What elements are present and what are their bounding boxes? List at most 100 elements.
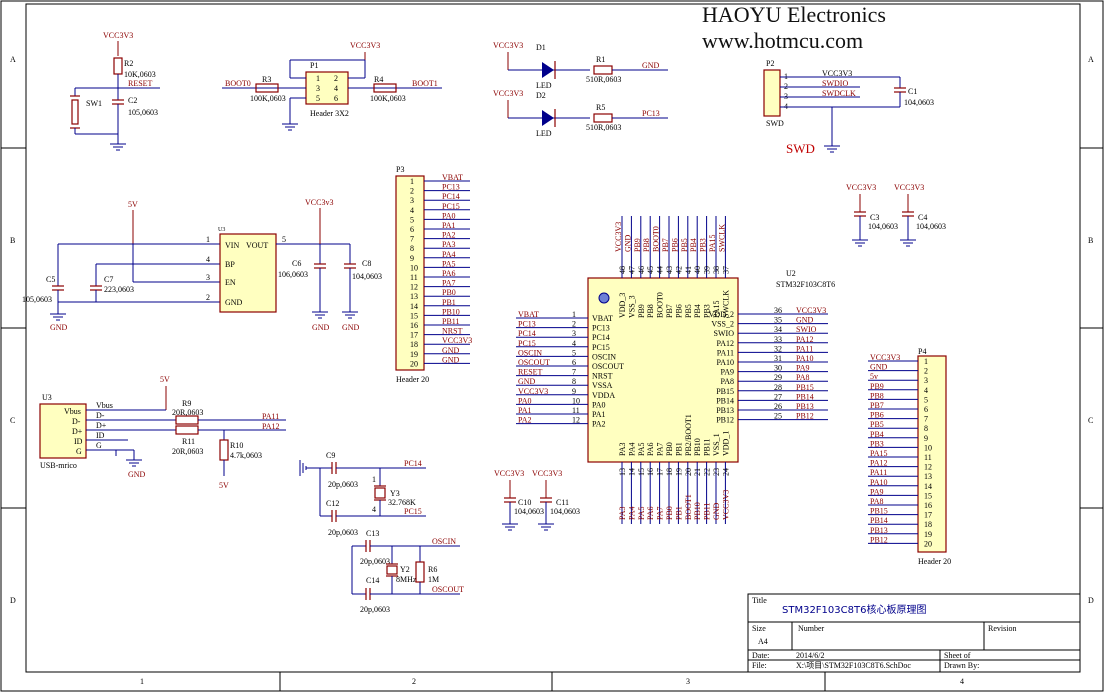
swd-title: SWD: [786, 141, 815, 156]
mcu-top-net: GND: [623, 234, 632, 252]
p4-pin-number: 19: [924, 530, 932, 539]
p4-net-label: PB9: [870, 382, 884, 391]
mcu-bottom-pin-name: PB10: [693, 438, 702, 456]
mcu-left-net: OSCOUT: [518, 358, 550, 367]
p4-net-label: PA10: [870, 478, 888, 487]
mcu-top-pin-number: 48: [618, 266, 627, 274]
mcu-top-pin-number: 41: [684, 266, 693, 274]
mcu-top-net: PB5: [680, 238, 689, 252]
p3-pin-number: 5: [410, 215, 414, 224]
mcu-bottom-pin-number: 14: [627, 468, 636, 476]
mcu-left-pin-name: PC15: [592, 343, 610, 352]
p4-net-label: PB13: [870, 526, 888, 535]
mcu-top-pin-name: PB4: [693, 304, 702, 318]
mcu-bottom-net: BOOT1: [684, 494, 693, 520]
swd-net-swdclk: SWDCLK: [822, 89, 856, 98]
mcu-left-pin-number: 4: [572, 339, 576, 348]
mcu-bottom-pin-name: PA5: [637, 443, 646, 457]
mcu-top-pin-name: PB9: [637, 304, 646, 318]
led-d1-circuit: VCC3V3 D1 LED R1 510R,0603 GND: [493, 41, 668, 90]
c8-designator: C8: [362, 259, 371, 268]
mcu-bottom-net: PB11: [703, 503, 712, 521]
r5-value: 510R,0603: [586, 123, 621, 132]
led-d2-circuit: VCC3V3 D2 LED R5 510R,0603 PC13: [493, 89, 668, 138]
p1-pin-2: 2: [334, 74, 338, 83]
usb-wire-vbus: Vbus: [96, 401, 113, 410]
p4-pin-number: 2: [924, 367, 928, 376]
mcu-top-pin-number: 46: [637, 266, 646, 274]
mcu-top-net: PB7: [661, 238, 670, 252]
sw1-designator: SW1: [86, 99, 102, 108]
p4-pin-number: 16: [924, 501, 932, 510]
mcu-top-pin-name: VSS_3: [627, 295, 636, 318]
mcu-left-net: VCC3V3: [518, 387, 548, 396]
c5-designator: C5: [46, 275, 55, 284]
boot1-net-label: BOOT1: [412, 79, 438, 88]
p4-net-label: PB15: [870, 507, 888, 516]
mcu-top-pin-number: 38: [712, 266, 721, 274]
mcu-bottom-pins: 13PA3PA314PA4PA415PA5PA516PA6PA617PA7PA7…: [618, 414, 730, 524]
mcu-top-pin-name: SWCLK: [721, 290, 730, 318]
mcu-right-pin-name: PA11: [717, 348, 734, 357]
p1-header-type: Header 3X2: [310, 109, 349, 118]
mcu-right-pin-name: PB12: [716, 416, 734, 425]
usb-pin-id: ID: [74, 437, 83, 446]
crystal-pc15-label: PC15: [404, 507, 422, 516]
p4-pin-number: 20: [924, 539, 932, 548]
mcu-top-pin-number: 47: [627, 266, 636, 274]
mcu-left-pin-name: PA2: [592, 420, 606, 429]
d2-designator: D2: [536, 91, 546, 100]
crystal-circuit: C9 20p,0603 PC14 C12 20p,0603 PC15 Y3 32…: [299, 451, 464, 614]
c11-value: 104,0603: [550, 507, 580, 516]
mcu-bottom-pin-name: PB11: [703, 439, 712, 457]
mcu-bottom-pin-number: 13: [618, 468, 627, 476]
p3-pin-number: 11: [410, 273, 418, 282]
c11-designator: C11: [556, 498, 569, 507]
mcu-right-pin-name: VSS_2: [711, 320, 734, 329]
crystal-pc14-label: PC14: [404, 459, 422, 468]
zone-row-c-left: C: [10, 416, 15, 425]
c4-value: 104,0603: [916, 222, 946, 231]
zone-row-a-right: A: [1088, 55, 1094, 64]
mcu-top-net: PB8: [642, 238, 651, 252]
p3-pin-number: 17: [410, 331, 418, 340]
r6-value: 1M: [428, 575, 439, 584]
p4-pin-number: 7: [924, 415, 928, 424]
mcu-top-pin-name: PB7: [665, 304, 674, 318]
mcu-left-net: OSCIN: [518, 348, 542, 357]
p3-net-label: PA5: [442, 259, 456, 268]
p3-pin-number: 3: [410, 196, 414, 205]
p4-net-label: PA15: [870, 449, 888, 458]
zone-col-3: 3: [686, 677, 690, 686]
mcu-right-net: PA10: [796, 354, 814, 363]
mcu-right-pin-name: SWIO: [714, 329, 735, 338]
mcu-bottom-net: GND: [712, 502, 721, 520]
regulator-circuit: 5V C5 105,0603 C7 223,0603 GND 1 4 3 2 5…: [22, 198, 382, 332]
mcu-left-pin-name: PA1: [592, 410, 606, 419]
p4-pin-number: 13: [924, 472, 932, 481]
mcu-top-pin-name: PB3: [703, 304, 712, 318]
mcu-left-pin-name: OSCOUT: [592, 362, 624, 371]
p1-pin-1: 1: [316, 74, 320, 83]
boot0-net-label: BOOT0: [225, 79, 251, 88]
mcu-left-net: PA2: [518, 416, 532, 425]
mcu-top-pin-number: 39: [703, 266, 712, 274]
r1-designator: R1: [596, 55, 605, 64]
mcu-bottom-pin-name: PA6: [646, 443, 655, 457]
d2-type: LED: [536, 129, 552, 138]
mcu-bottom-net: PB10: [693, 502, 702, 520]
c13-designator: C13: [366, 529, 379, 538]
p3-pin-number: 2: [410, 187, 414, 196]
p3-pin-number: 4: [410, 206, 414, 215]
mcu-left-pin-number: 11: [572, 406, 580, 415]
size-value: A4: [758, 637, 768, 646]
zone-lines: [1, 147, 1103, 691]
p1-designator: P1: [310, 61, 318, 70]
p4-net-label: PA9: [870, 487, 884, 496]
mcu-right-pin-number: 25: [774, 412, 782, 421]
p3-net-label: VCC3V3: [442, 336, 472, 345]
usb-5v-label: 5V: [160, 375, 170, 384]
zone-row-c-right: C: [1088, 416, 1093, 425]
